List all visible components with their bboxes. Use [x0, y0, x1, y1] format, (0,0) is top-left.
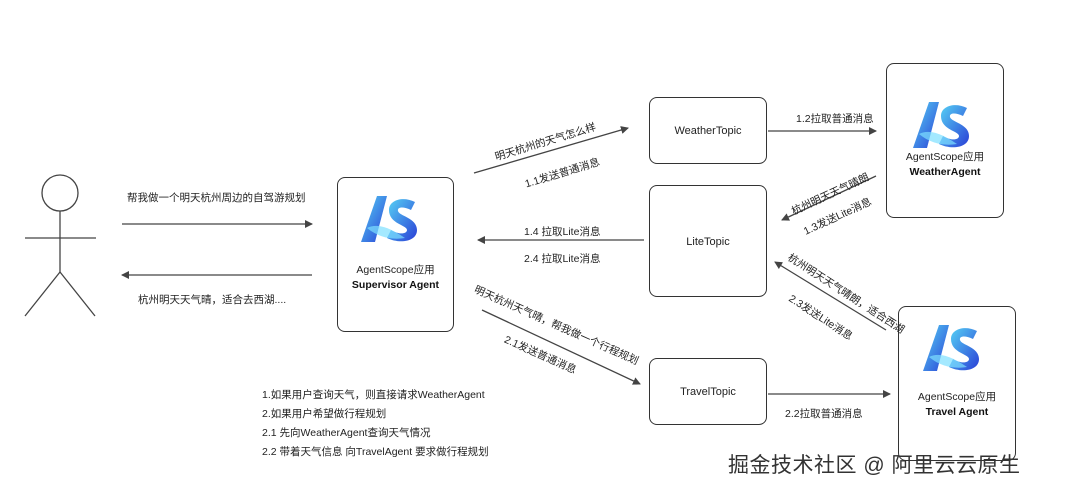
- agentscope-logo-icon: [913, 102, 969, 148]
- note-line: 1.如果用户查询天气，则直接请求WeatherAgent: [262, 389, 485, 401]
- user-message: 帮我做一个明天杭州周边的自驾游规划: [127, 192, 306, 204]
- arrow-weatheragent-to-litetopic: [781, 175, 877, 221]
- supervisor-agent-name: Supervisor Agent: [351, 279, 440, 291]
- travel-topic-box: TravelTopic: [649, 358, 767, 425]
- watermark: 掘金技术社区 @ 阿里云云原生: [728, 454, 1021, 477]
- agentscope-logo-icon: [923, 325, 979, 371]
- note-line: 2.2 带着天气信息 向TravelAgent 要求做行程规划: [262, 446, 489, 458]
- weather-topic-box: WeatherTopic: [649, 97, 767, 164]
- weather-agent-name: WeatherAgent: [909, 166, 981, 178]
- note-line: 2.如果用户希望做行程规划: [262, 408, 387, 420]
- reply-message: 杭州明天天气晴，适合去西湖....: [138, 294, 287, 306]
- user-stick-figure-icon: [24, 174, 96, 317]
- lite-topic-box: LiteTopic: [649, 185, 767, 297]
- agentscope-logo-icon: [361, 196, 417, 242]
- arrow-travelagent-to-litetopic: [774, 261, 887, 331]
- arrow-supervisor-to-traveltopic: [481, 309, 641, 385]
- note-line: 2.1 先向WeatherAgent查询天气情况: [262, 427, 431, 439]
- arrow-supervisor-to-weathertopic: [473, 126, 629, 174]
- notes-block: 1.如果用户查询天气，则直接请求WeatherAgent 2.如果用户希望做行程…: [262, 386, 489, 462]
- travel-agent-name: Travel Agent: [925, 406, 989, 418]
- lite-topic-label: LiteTopic: [686, 236, 730, 248]
- weather-agent-app-label: AgentScope应用: [905, 151, 985, 163]
- label-step-2-2: 2.2拉取普通消息: [785, 408, 863, 420]
- supervisor-app-label: AgentScope应用: [356, 264, 435, 276]
- travel-agent-app-label: AgentScope应用: [917, 391, 997, 403]
- travel-topic-label: TravelTopic: [680, 386, 736, 398]
- label-step-1-2: 1.2拉取普通消息: [796, 113, 874, 125]
- supervisor-agent-box: AgentScope应用 Supervisor Agent: [337, 177, 454, 332]
- weather-agent-box: AgentScope应用 WeatherAgent: [886, 63, 1004, 218]
- weather-topic-label: WeatherTopic: [674, 125, 742, 137]
- label-step-1-4: 1.4 拉取Lite消息: [524, 226, 601, 238]
- label-step-2-4: 2.4 拉取Lite消息: [524, 253, 601, 265]
- travel-agent-box: AgentScope应用 Travel Agent: [898, 306, 1016, 461]
